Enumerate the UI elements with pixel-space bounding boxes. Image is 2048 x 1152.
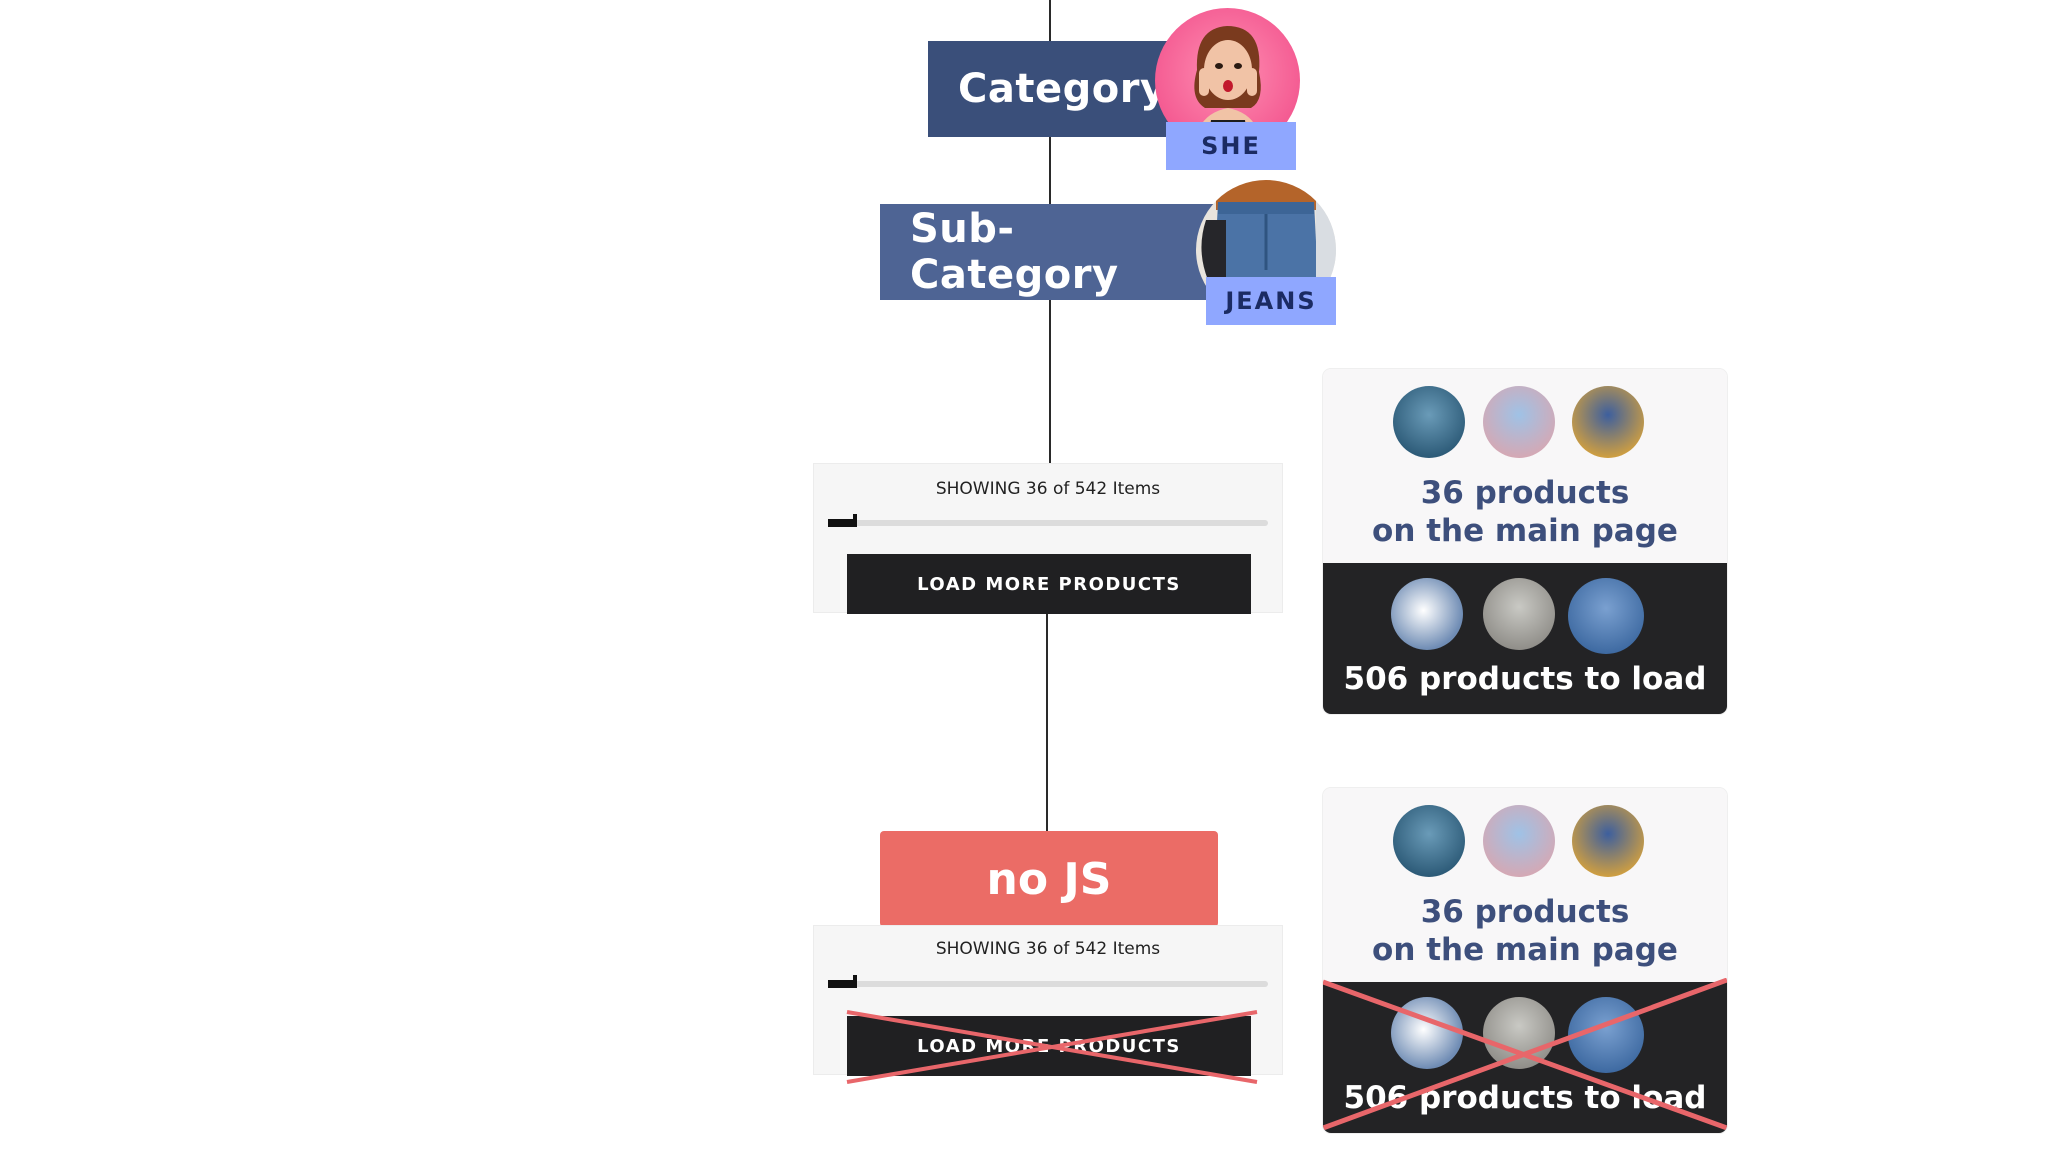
jeans-thumb-6 <box>1568 578 1644 654</box>
subcategory-box: Sub-Category <box>880 204 1220 300</box>
jeans-thumb-3 <box>1572 386 1644 458</box>
jeans-thumb-5 <box>1483 997 1555 1069</box>
connector-line-bottom <box>1046 612 1048 832</box>
jeans-thumb-4 <box>1391 997 1463 1069</box>
subcategory-label: Sub-Category <box>910 206 1220 298</box>
showing-count: SHOWING 36 of 542 Items <box>814 479 1282 499</box>
progress-fill <box>828 519 857 527</box>
category-tag-text: SHE <box>1201 132 1261 160</box>
main-page-panel-nojs: 36 products on the main page <box>1323 788 1727 982</box>
main-page-count-nojs: 36 products on the main page <box>1323 893 1727 969</box>
products-card: 36 products on the main page 506 product… <box>1323 369 1727 714</box>
jeans-thumb-2 <box>1483 386 1555 458</box>
to-load-panel-nojs: 506 products to load <box>1323 982 1727 1133</box>
products-card-nojs: 36 products on the main page 506 product… <box>1323 788 1727 1133</box>
jeans-thumb-2 <box>1483 805 1555 877</box>
jeans-thumb-3 <box>1572 805 1644 877</box>
to-load-count: 506 products to load <box>1323 661 1727 697</box>
jeans-thumb-4 <box>1391 578 1463 650</box>
subcategory-tag-text: JEANS <box>1225 287 1316 315</box>
load-more-widget-nojs: SHOWING 36 of 542 Items LOAD MORE PRODUC… <box>813 925 1283 1075</box>
category-label: Category <box>958 66 1167 112</box>
main-line2: on the main page <box>1323 512 1727 550</box>
load-more-button[interactable]: LOAD MORE PRODUCTS <box>847 554 1251 614</box>
main-line2: on the main page <box>1323 931 1727 969</box>
category-box: Category <box>928 41 1178 137</box>
jeans-thumb-6 <box>1568 997 1644 1073</box>
main-page-count: 36 products on the main page <box>1323 474 1727 550</box>
progress-track-nojs <box>828 981 1268 987</box>
category-tag: SHE <box>1166 122 1296 170</box>
subcategory-tag: JEANS <box>1206 277 1336 325</box>
jeans-thumb-1 <box>1393 805 1465 877</box>
load-more-widget: SHOWING 36 of 542 Items LOAD MORE PRODUC… <box>813 463 1283 613</box>
to-load-count-nojs: 506 products to load <box>1323 1080 1727 1116</box>
main-line1: 36 products <box>1323 893 1727 931</box>
jeans-thumb-5 <box>1483 578 1555 650</box>
jeans-thumb-1 <box>1393 386 1465 458</box>
progress-track <box>828 520 1268 526</box>
to-load-panel: 506 products to load <box>1323 563 1727 714</box>
progress-fill-nojs <box>828 980 857 988</box>
load-more-button-disabled: LOAD MORE PRODUCTS <box>847 1016 1251 1076</box>
showing-count-nojs: SHOWING 36 of 542 Items <box>814 939 1282 959</box>
nojs-badge: no JS <box>880 831 1218 927</box>
main-line1: 36 products <box>1323 474 1727 512</box>
main-page-panel: 36 products on the main page <box>1323 369 1727 563</box>
